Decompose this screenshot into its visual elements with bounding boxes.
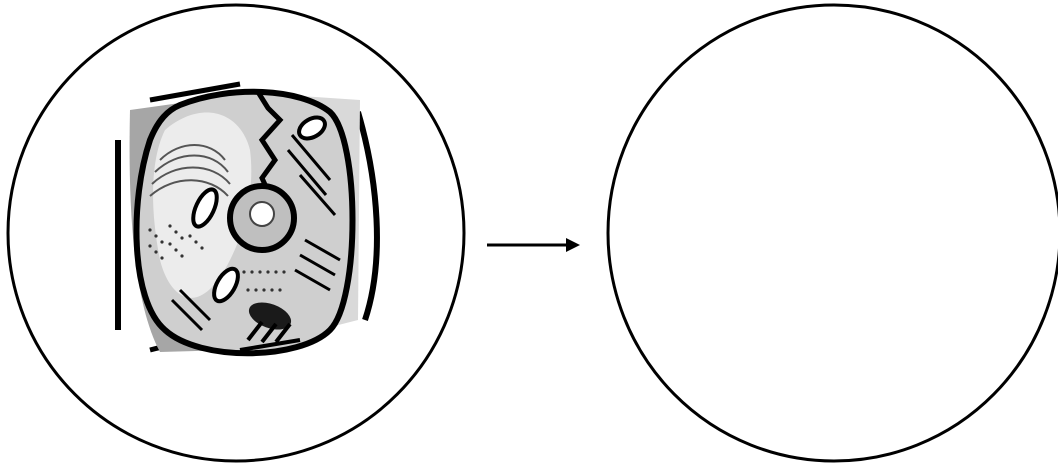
cell-illustration-icon <box>118 84 377 353</box>
right-circle <box>608 5 1058 461</box>
arrow-connector <box>487 238 580 252</box>
